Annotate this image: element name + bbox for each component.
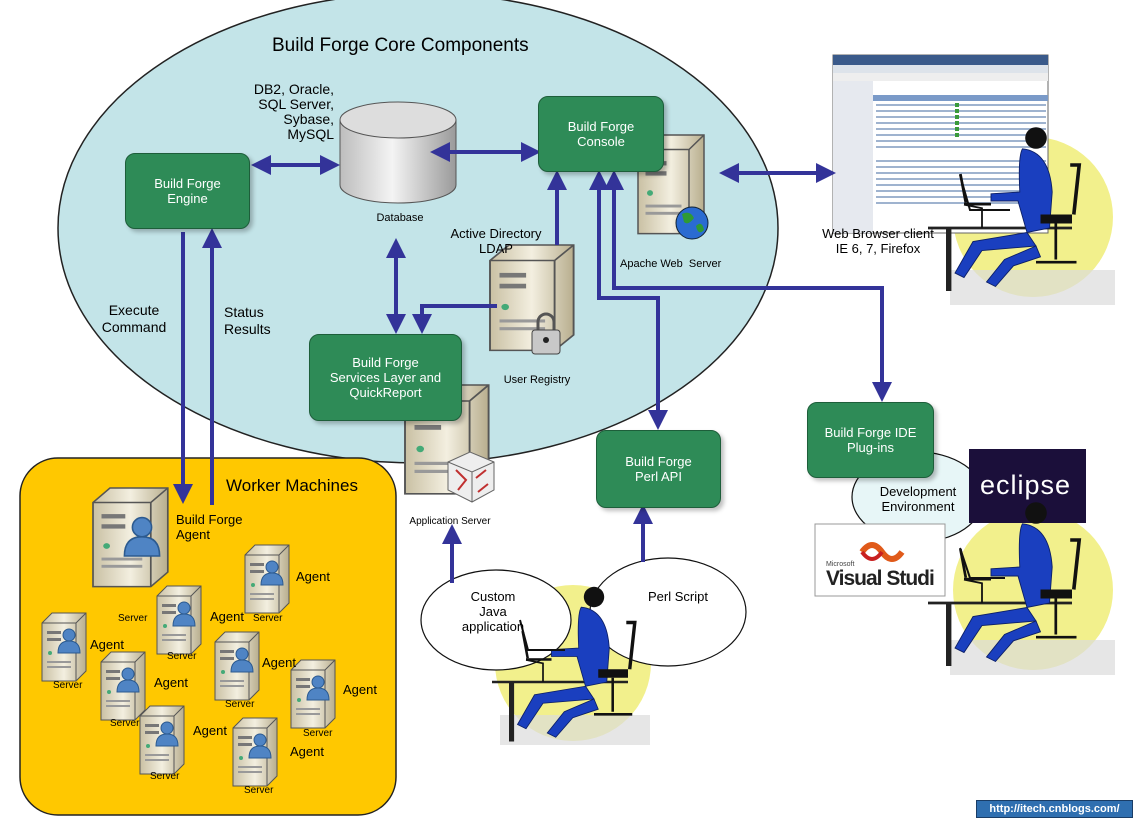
active-directory-label: Active Directory LDAP <box>450 226 542 256</box>
network-cube-icon <box>447 451 495 503</box>
status-results-label: Status Results <box>224 304 271 337</box>
agent-label: Agent <box>154 675 188 690</box>
agent-main-server-icon <box>92 487 169 588</box>
agent-label: Agent <box>210 609 244 624</box>
database-label: Database <box>376 212 424 224</box>
browser-screenshot <box>832 54 1049 234</box>
perl-api-node: Build Forge Perl API <box>596 430 721 508</box>
dev-env-label: Development Environment <box>879 484 957 514</box>
web-browser-label: Web Browser client IE 6, 7, Firefox <box>822 226 934 256</box>
apache-label: Apache Web Server <box>620 258 722 270</box>
agent-label: Agent <box>262 655 296 670</box>
agent-label: Agent <box>193 723 227 738</box>
custom-java-bubble <box>420 569 572 671</box>
perl-script-label: Perl Script <box>648 589 708 604</box>
database-types-label: DB2, Oracle, SQL Server, Sybase, MySQL <box>253 81 334 142</box>
agent-label: Agent <box>290 744 324 759</box>
agent-label: Agent <box>343 682 377 697</box>
perl-script-bubble <box>589 557 747 667</box>
connector-arrows <box>173 142 892 583</box>
custom-java-label: Custom Java application <box>461 589 525 634</box>
user-registry-label: User Registry <box>503 374 571 386</box>
database-icon <box>339 101 457 204</box>
worker-machines-title: Worker Machines <box>226 476 358 495</box>
console-node: Build Forge Console <box>538 96 664 172</box>
server-label: Server <box>225 699 255 710</box>
diagram-title: Build Forge Core Components <box>272 35 529 56</box>
agent-label: Agent <box>296 569 330 584</box>
source-url-badge: http://itech.cnblogs.com/ <box>976 800 1133 818</box>
services-node: Build Forge Services Layer and QuickRepo… <box>309 334 462 421</box>
execute-command-label: Execute Command <box>101 302 167 335</box>
server-label: Server <box>253 613 283 624</box>
visual-studio-logo: Visual Studi <box>826 567 935 590</box>
server-label: Server <box>150 771 180 782</box>
server-label: Server <box>110 718 140 729</box>
microsoft-logo: Microsoft <box>826 561 855 568</box>
arrow-console-ide <box>604 170 892 402</box>
server-label: Server <box>53 680 83 691</box>
agent-label: Agent <box>90 637 124 652</box>
visual-studio-swirl-icon <box>859 542 905 562</box>
server-label: Server <box>244 785 274 796</box>
server-label: Server <box>118 613 148 624</box>
server-label: Server <box>167 651 197 662</box>
visual-studio-logo-bg <box>814 523 946 597</box>
lock-icon <box>531 312 561 355</box>
server-label: Server <box>303 728 333 739</box>
bf-agent-label: Build Forge Agent <box>176 512 243 542</box>
arrow-ldap-services <box>412 304 497 334</box>
engine-node: Build Forge Engine <box>125 153 250 229</box>
application-server-label: Application Server <box>409 516 491 527</box>
globe-icon <box>675 206 709 240</box>
eclipse-logo: eclipse <box>980 470 1072 500</box>
ide-plugins-node: Build Forge IDE Plug-ins <box>807 402 934 478</box>
